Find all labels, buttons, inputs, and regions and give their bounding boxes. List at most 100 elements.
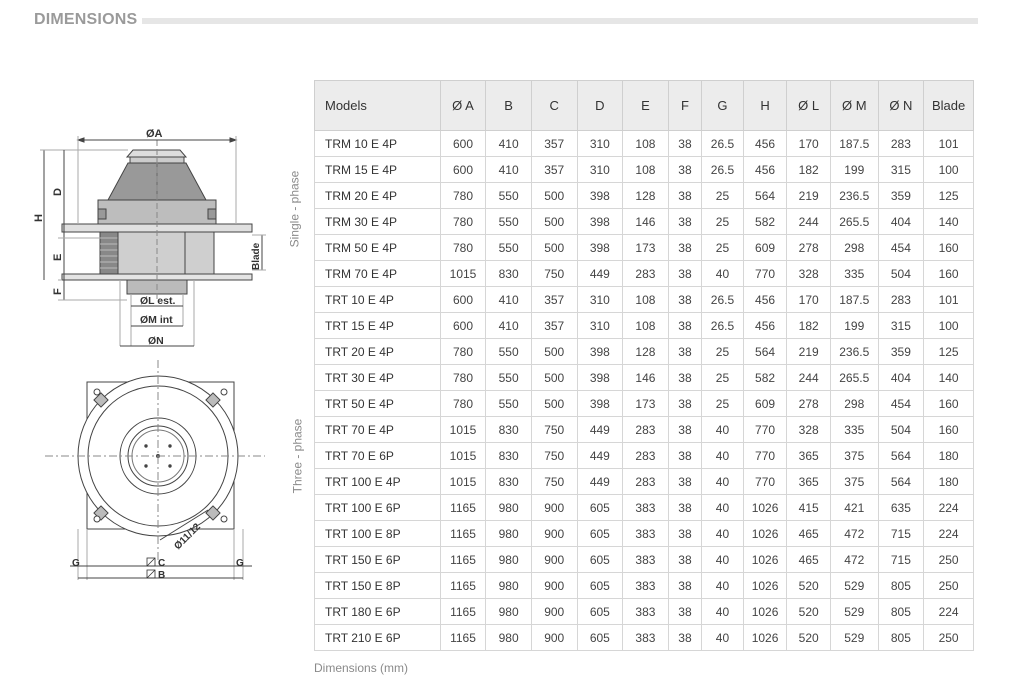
table-cell: 750 bbox=[530, 468, 578, 495]
dimensions-table: Models Ø A B C D E F G H Ø L Ø M Ø N Bla… bbox=[314, 80, 974, 651]
model-cell: TRT 20 E 4P bbox=[314, 338, 441, 365]
model-cell: TRM 70 E 4P bbox=[314, 260, 441, 287]
table-cell: 170 bbox=[786, 130, 831, 157]
table-cell: 128 bbox=[622, 338, 669, 365]
table-cell: 38 bbox=[667, 520, 703, 547]
model-cell: TRM 50 E 4P bbox=[314, 234, 441, 261]
table-cell: 600 bbox=[439, 312, 487, 339]
table-cell: 283 bbox=[877, 130, 925, 157]
table-cell: 357 bbox=[530, 156, 578, 183]
table-cell: 244 bbox=[786, 364, 831, 391]
square-symbol-b bbox=[146, 569, 156, 579]
label-l-est: ØL est. bbox=[140, 295, 175, 307]
table-cell: 635 bbox=[877, 494, 925, 521]
label-dim-h: H bbox=[33, 214, 45, 222]
table-cell: 328 bbox=[786, 260, 831, 287]
table-cell: 310 bbox=[576, 286, 624, 313]
table-cell: 770 bbox=[742, 442, 788, 469]
col-header-l: Ø L bbox=[786, 80, 831, 131]
table-cell: 108 bbox=[622, 130, 669, 157]
table-cell: 38 bbox=[667, 156, 703, 183]
model-cell: TRT 70 E 6P bbox=[314, 442, 441, 469]
table-cell: 398 bbox=[576, 208, 624, 235]
table-cell: 250 bbox=[923, 572, 974, 599]
table-cell: 101 bbox=[923, 286, 974, 313]
table-cell: 40 bbox=[701, 260, 744, 287]
table-cell: 404 bbox=[877, 208, 925, 235]
header-row: Models Ø A B C D E F G H Ø L Ø M Ø N Bla… bbox=[314, 80, 974, 131]
table-cell: 398 bbox=[576, 364, 624, 391]
table-cell: 38 bbox=[667, 494, 703, 521]
model-cell: TRT 150 E 8P bbox=[314, 572, 441, 599]
table-cell: 564 bbox=[742, 338, 788, 365]
table-cell: 605 bbox=[576, 546, 624, 573]
table-cell: 465 bbox=[786, 546, 831, 573]
table-cell: 410 bbox=[485, 286, 532, 313]
table-cell: 38 bbox=[667, 624, 703, 651]
label-dim-g-right: G bbox=[236, 558, 244, 569]
table-cell: 125 bbox=[923, 182, 974, 209]
table-cell: 283 bbox=[622, 416, 669, 443]
table-cell: 449 bbox=[576, 416, 624, 443]
table-cell: 173 bbox=[622, 234, 669, 261]
table-cell: 564 bbox=[877, 442, 925, 469]
table-cell: 199 bbox=[829, 156, 879, 183]
table-cell: 550 bbox=[485, 208, 532, 235]
table-cell: 1165 bbox=[439, 520, 487, 547]
model-cell: TRT 210 E 6P bbox=[314, 624, 441, 651]
table-cell: 1026 bbox=[742, 494, 788, 521]
table-cell: 605 bbox=[576, 572, 624, 599]
table-cell: 38 bbox=[667, 364, 703, 391]
table-cell: 421 bbox=[829, 494, 879, 521]
table-cell: 550 bbox=[485, 364, 532, 391]
model-cell: TRT 100 E 4P bbox=[314, 468, 441, 495]
table-cell: 550 bbox=[485, 234, 532, 261]
table-cell: 770 bbox=[742, 416, 788, 443]
table-cell: 140 bbox=[923, 208, 974, 235]
table-cell: 520 bbox=[786, 572, 831, 599]
table-cell: 398 bbox=[576, 234, 624, 261]
table-cell: 38 bbox=[667, 390, 703, 417]
table-cell: 310 bbox=[576, 312, 624, 339]
table-cell: 383 bbox=[622, 520, 669, 547]
table-cell: 140 bbox=[923, 364, 974, 391]
col-header-f: F bbox=[667, 80, 703, 131]
square-symbol-c bbox=[146, 557, 156, 567]
table-cell: 250 bbox=[923, 624, 974, 651]
col-header-d: D bbox=[576, 80, 624, 131]
table-cell: 830 bbox=[485, 468, 532, 495]
table-cell: 146 bbox=[622, 364, 669, 391]
model-cell: TRM 10 E 4P bbox=[314, 130, 441, 157]
table-cell: 805 bbox=[877, 598, 925, 625]
table-cell: 900 bbox=[530, 546, 578, 573]
table-cell: 980 bbox=[485, 494, 532, 521]
table-cell: 40 bbox=[701, 468, 744, 495]
col-header-e: E bbox=[622, 80, 669, 131]
table-cell: 780 bbox=[439, 182, 487, 209]
table-cell: 335 bbox=[829, 416, 879, 443]
table-cell: 199 bbox=[829, 312, 879, 339]
table-cell: 500 bbox=[530, 182, 578, 209]
table-cell: 980 bbox=[485, 624, 532, 651]
table-cell: 170 bbox=[786, 286, 831, 313]
model-cell: TRM 20 E 4P bbox=[314, 182, 441, 209]
table-cell: 715 bbox=[877, 520, 925, 547]
table-cell: 465 bbox=[786, 520, 831, 547]
table-cell: 980 bbox=[485, 520, 532, 547]
table-cell: 38 bbox=[667, 442, 703, 469]
table-cell: 38 bbox=[667, 468, 703, 495]
table-cell: 100 bbox=[923, 312, 974, 339]
table-cell: 26.5 bbox=[701, 156, 744, 183]
table-cell: 582 bbox=[742, 208, 788, 235]
model-cell: TRT 100 E 6P bbox=[314, 494, 441, 521]
table-cell: 278 bbox=[786, 390, 831, 417]
table-cell: 219 bbox=[786, 338, 831, 365]
